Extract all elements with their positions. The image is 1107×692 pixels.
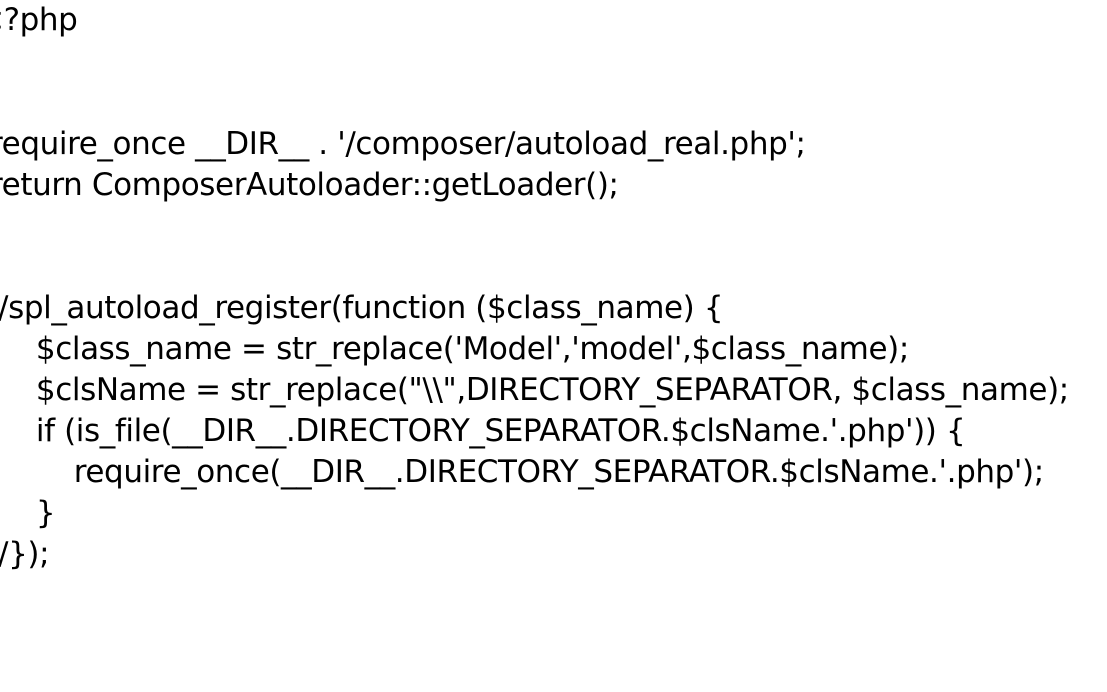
code-line-comment-1: //spl_autoload_register(function ($class… xyxy=(0,290,724,326)
code-line-comment-5: // require_once(__DIR__.DIRECTORY_SEPARA… xyxy=(0,454,1044,490)
code-line-comment-4: // if (is_file(__DIR__.DIRECTORY_SEPARAT… xyxy=(0,413,966,449)
code-line-comment-6: // } xyxy=(35,495,56,531)
code-line-require: require_once __DIR__ . '/composer/autolo… xyxy=(0,126,806,162)
code-line-comment-3: // $clsName = str_replace("\\",DIRECTORY… xyxy=(0,372,1069,408)
code-line-return: return ComposerAutoloader::getLoader(); xyxy=(0,167,619,203)
code-line-comment-2: // $class_name = str_replace('Model','mo… xyxy=(0,331,909,367)
code-line-php-open: <?php xyxy=(0,2,78,38)
code-line-comment-7: //}); xyxy=(0,536,50,572)
